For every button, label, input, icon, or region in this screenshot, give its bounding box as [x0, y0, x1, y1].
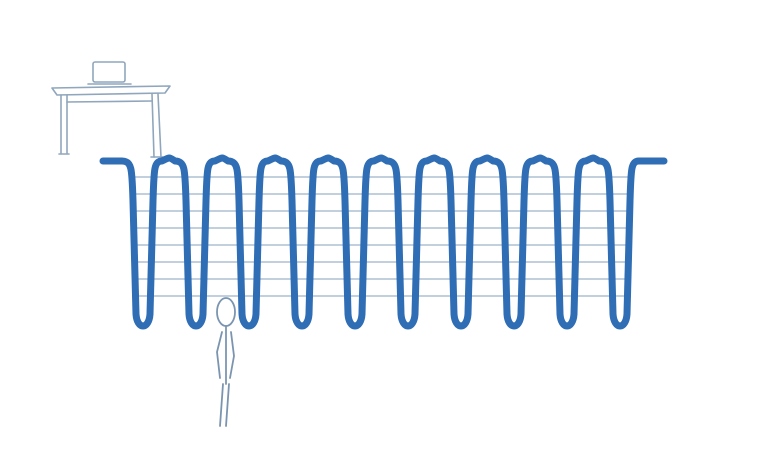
laptop-icon: [87, 61, 132, 85]
desk-icon: [51, 85, 171, 158]
stick-figure-icon: [216, 297, 236, 427]
valley-line: [99, 154, 668, 330]
rungs-group: [132, 176, 631, 297]
